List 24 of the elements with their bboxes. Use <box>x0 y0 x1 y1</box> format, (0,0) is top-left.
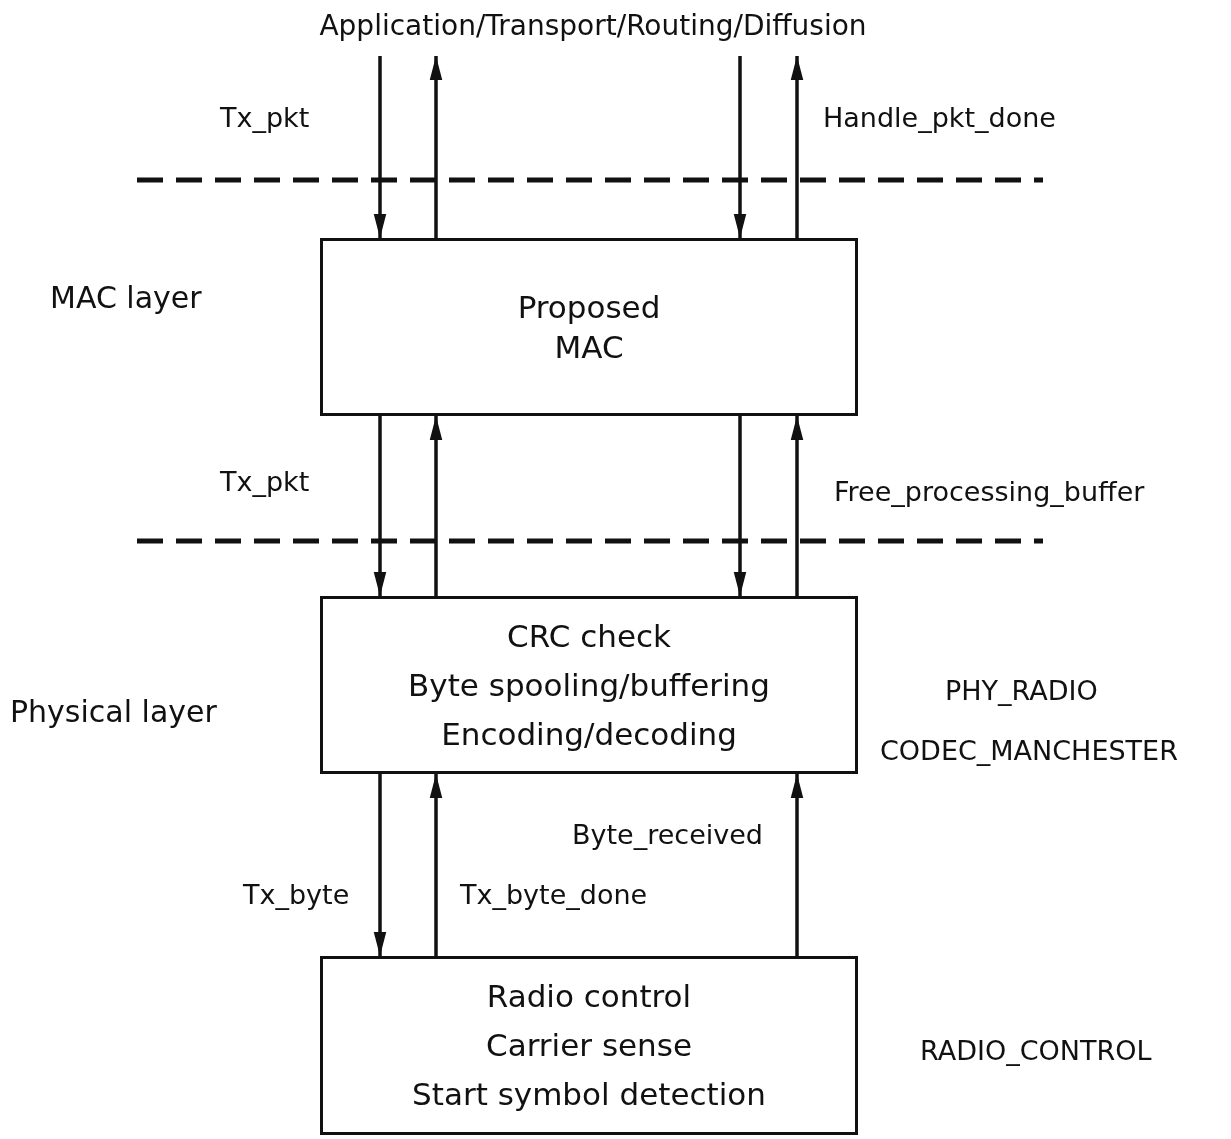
layer-label: MAC layer <box>50 282 202 314</box>
layer-label: Application/Transport/Routing/Diffusion <box>319 8 867 44</box>
arrow <box>733 416 747 596</box>
process-box <box>320 596 858 774</box>
box-text: Carrier sense <box>486 1026 692 1065</box>
process-box <box>320 238 858 416</box>
arrow <box>790 774 804 956</box>
box-text: CRC check <box>507 616 671 656</box>
box-text: Proposed MAC <box>516 288 662 367</box>
box-text: Encoding/decoding <box>441 714 737 754</box>
box-text: Byte spooling/buffering <box>408 665 770 705</box>
arrow <box>790 416 804 596</box>
arrow <box>429 416 443 596</box>
arrow <box>429 774 443 956</box>
layer-label: Physical layer <box>10 696 217 728</box>
arrow <box>790 56 804 238</box>
box-text: Radio control <box>486 977 692 1016</box>
process-box <box>320 956 858 1135</box>
arrow <box>373 774 387 956</box>
box-text: Start symbol detection <box>412 1075 766 1114</box>
arrow <box>373 56 387 238</box>
arrow <box>733 56 747 238</box>
arrow <box>429 56 443 238</box>
arrow <box>373 416 387 596</box>
